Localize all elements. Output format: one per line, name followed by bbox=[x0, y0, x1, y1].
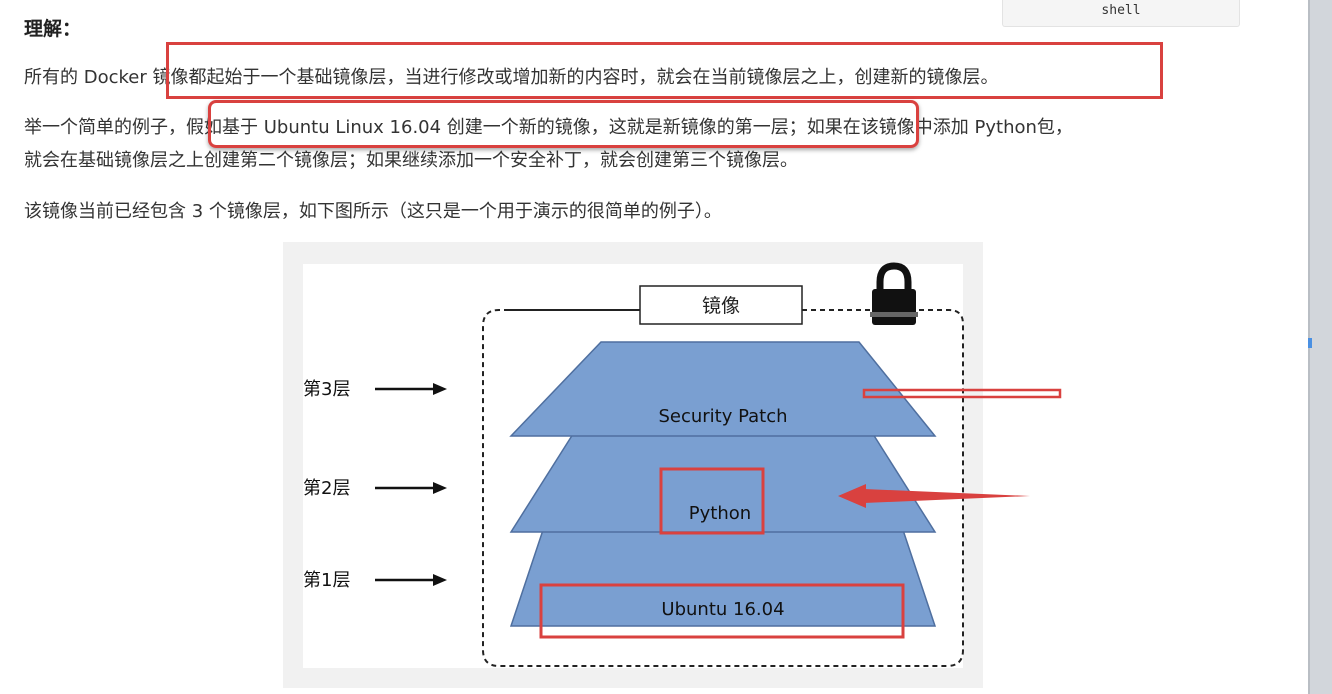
image-layers-diagram: 镜像 Ubuntu 16.04 Python Security Patch 第3… bbox=[303, 262, 964, 668]
image-label: 镜像 bbox=[702, 295, 740, 317]
right-side-panel bbox=[1310, 0, 1332, 694]
scroll-position-marker[interactable] bbox=[1308, 338, 1312, 348]
lock-icon bbox=[870, 262, 918, 325]
layer-1-name: Ubuntu 16.04 bbox=[661, 599, 784, 620]
paragraph-1: 所有的 Docker 镜像都起始于一个基础镜像层，当进行修改或增加新的内容时，就… bbox=[24, 67, 999, 88]
image-boundary-dashed-box bbox=[482, 309, 964, 667]
layer-3-side-label: 第3层 bbox=[303, 379, 350, 400]
paragraph-2-line-1: 举一个简单的例子，假如基于 Ubuntu Linux 16.04 创建一个新的镜… bbox=[24, 117, 1073, 138]
image-layers-figure: 镜像 Ubuntu 16.04 Python Security Patch 第3… bbox=[283, 242, 983, 688]
paragraph-2-line-2: 就会在基础镜像层之上创建第二个镜像层；如果继续添加一个安全补丁，就会创建第三个镜… bbox=[24, 150, 798, 171]
layer-2-name: Python bbox=[689, 503, 751, 524]
paragraph-3: 该镜像当前已经包含 3 个镜像层，如下图所示（这只是一个用于演示的很简单的例子）… bbox=[24, 201, 722, 222]
layer-2-side-label: 第2层 bbox=[303, 478, 350, 499]
layer-3-arrow bbox=[375, 383, 447, 395]
layer-3-name: Security Patch bbox=[658, 406, 787, 427]
python-highlight-box bbox=[659, 467, 765, 535]
layer-2-arrow bbox=[375, 482, 447, 494]
image-label-box bbox=[639, 285, 803, 325]
layer-1-arrow bbox=[375, 574, 447, 586]
section-heading: 理解： bbox=[24, 18, 82, 40]
code-language-tab[interactable]: shell bbox=[1002, 0, 1240, 27]
layer-1-side-label: 第1层 bbox=[303, 570, 350, 591]
layer-3-shape bbox=[509, 341, 937, 437]
code-language-label: shell bbox=[1101, 3, 1141, 18]
ubuntu-highlight-box bbox=[539, 583, 905, 639]
